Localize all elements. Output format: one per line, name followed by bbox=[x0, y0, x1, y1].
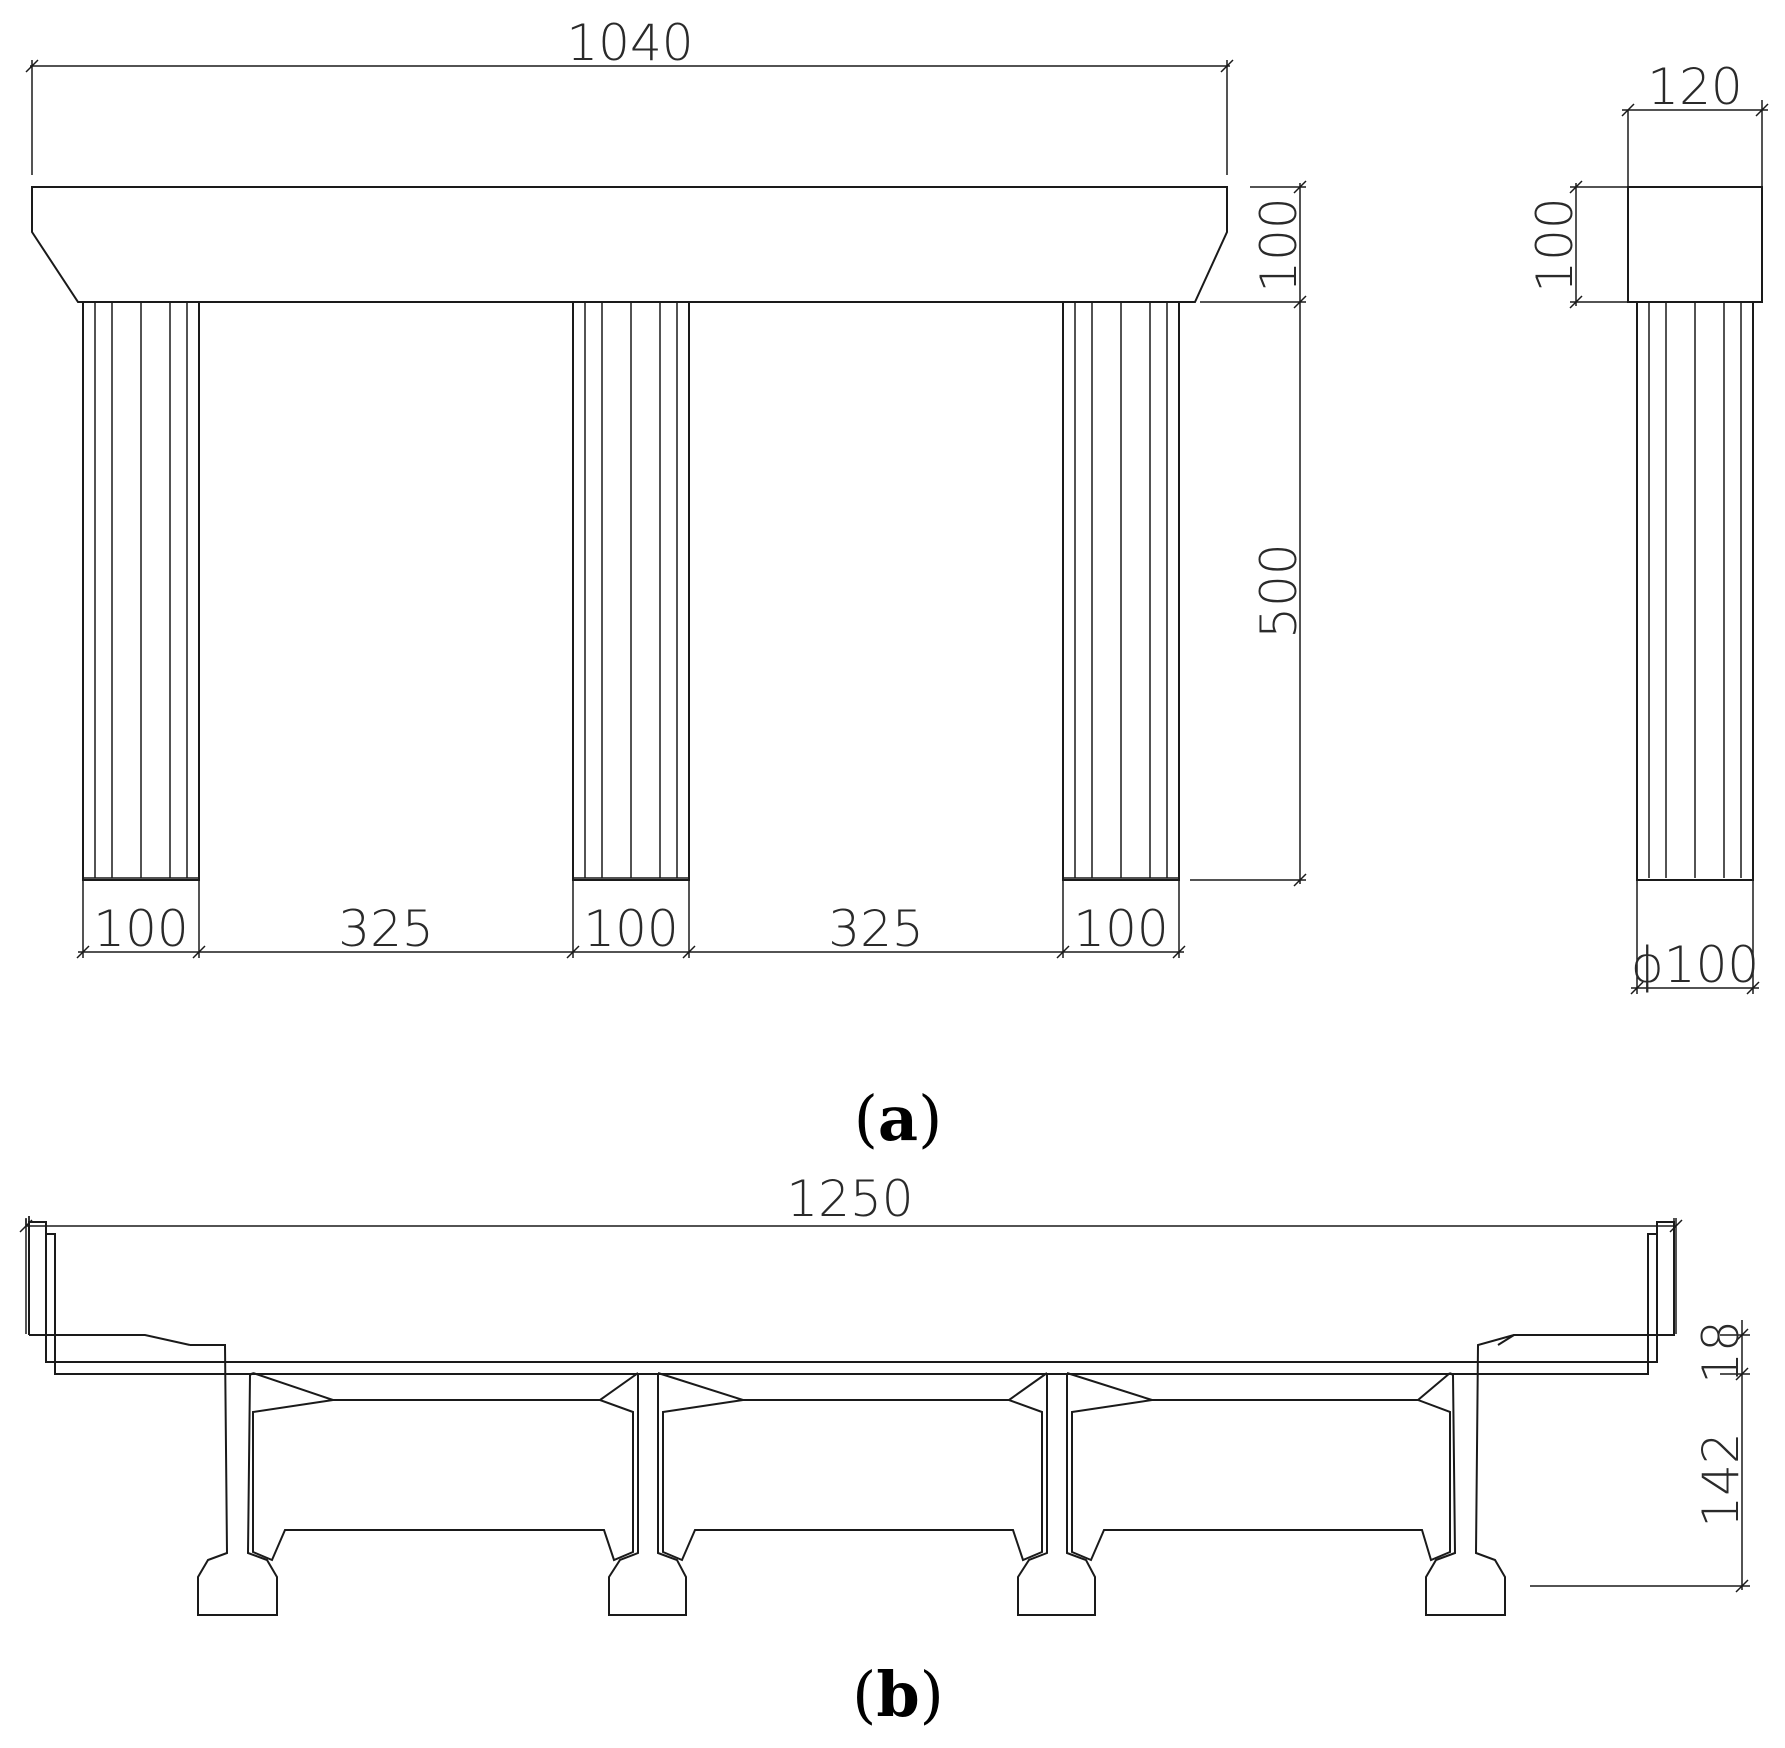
girder-4 bbox=[1425, 1334, 1515, 1616]
dim-slab-thickness: 18 bbox=[1692, 1320, 1750, 1384]
dim-col-middle: 100 bbox=[583, 900, 678, 958]
pier-side-view: 120 100 ϕ100 bbox=[1526, 58, 1769, 995]
girder-1 bbox=[190, 1344, 278, 1616]
dimension-heights: 100 500 bbox=[1190, 180, 1308, 887]
side-column bbox=[1636, 301, 1754, 881]
dim-span-right: 325 bbox=[828, 900, 923, 958]
cell-3 bbox=[1071, 1399, 1451, 1562]
column-right bbox=[1062, 301, 1180, 881]
dim-tick-3 bbox=[1735, 1579, 1749, 1593]
wearing-surface bbox=[45, 1234, 1658, 1363]
deck-cross-section bbox=[25, 1216, 1675, 1616]
girder-3 bbox=[1017, 1373, 1096, 1616]
slab-underside bbox=[252, 1372, 1451, 1401]
dimension-bottom-chain: 100 325 100 325 100 bbox=[76, 880, 1186, 959]
cell-1 bbox=[252, 1399, 634, 1562]
cell-2 bbox=[662, 1399, 1043, 1562]
dim-deck-width: 1250 bbox=[786, 1170, 913, 1228]
dim-span-left: 325 bbox=[338, 900, 433, 958]
dim-side-cap-height: 100 bbox=[1526, 197, 1584, 292]
dim-girder-depth: 142 bbox=[1692, 1432, 1750, 1527]
pier-front-view: 1040 100 500 bbox=[25, 14, 1308, 959]
dim-1250-tick-right bbox=[1669, 1219, 1683, 1233]
caption-a: (a) bbox=[854, 1082, 943, 1155]
cap-beam bbox=[31, 186, 1228, 303]
girder-2 bbox=[608, 1373, 687, 1616]
column-middle bbox=[572, 301, 690, 881]
dim-cap-height: 100 bbox=[1250, 197, 1308, 292]
dim-col-left: 100 bbox=[93, 900, 188, 958]
dim-column-diameter: ϕ100 bbox=[1631, 936, 1759, 994]
dim-tick-1 bbox=[1735, 1328, 1749, 1342]
dimension-overall-width: 1040 bbox=[25, 14, 1234, 175]
column-left bbox=[82, 301, 200, 881]
dim-column-height: 500 bbox=[1250, 543, 1308, 638]
dim-1040: 1040 bbox=[566, 14, 693, 72]
dim-side-cap-depth: 120 bbox=[1647, 58, 1742, 116]
caption-b: (b) bbox=[852, 1658, 944, 1731]
dim-tick-2 bbox=[1735, 1367, 1749, 1381]
dim-1250-tick-left bbox=[19, 1219, 33, 1233]
dim-col-right: 100 bbox=[1073, 900, 1168, 958]
deck-outline bbox=[28, 1221, 1675, 1375]
